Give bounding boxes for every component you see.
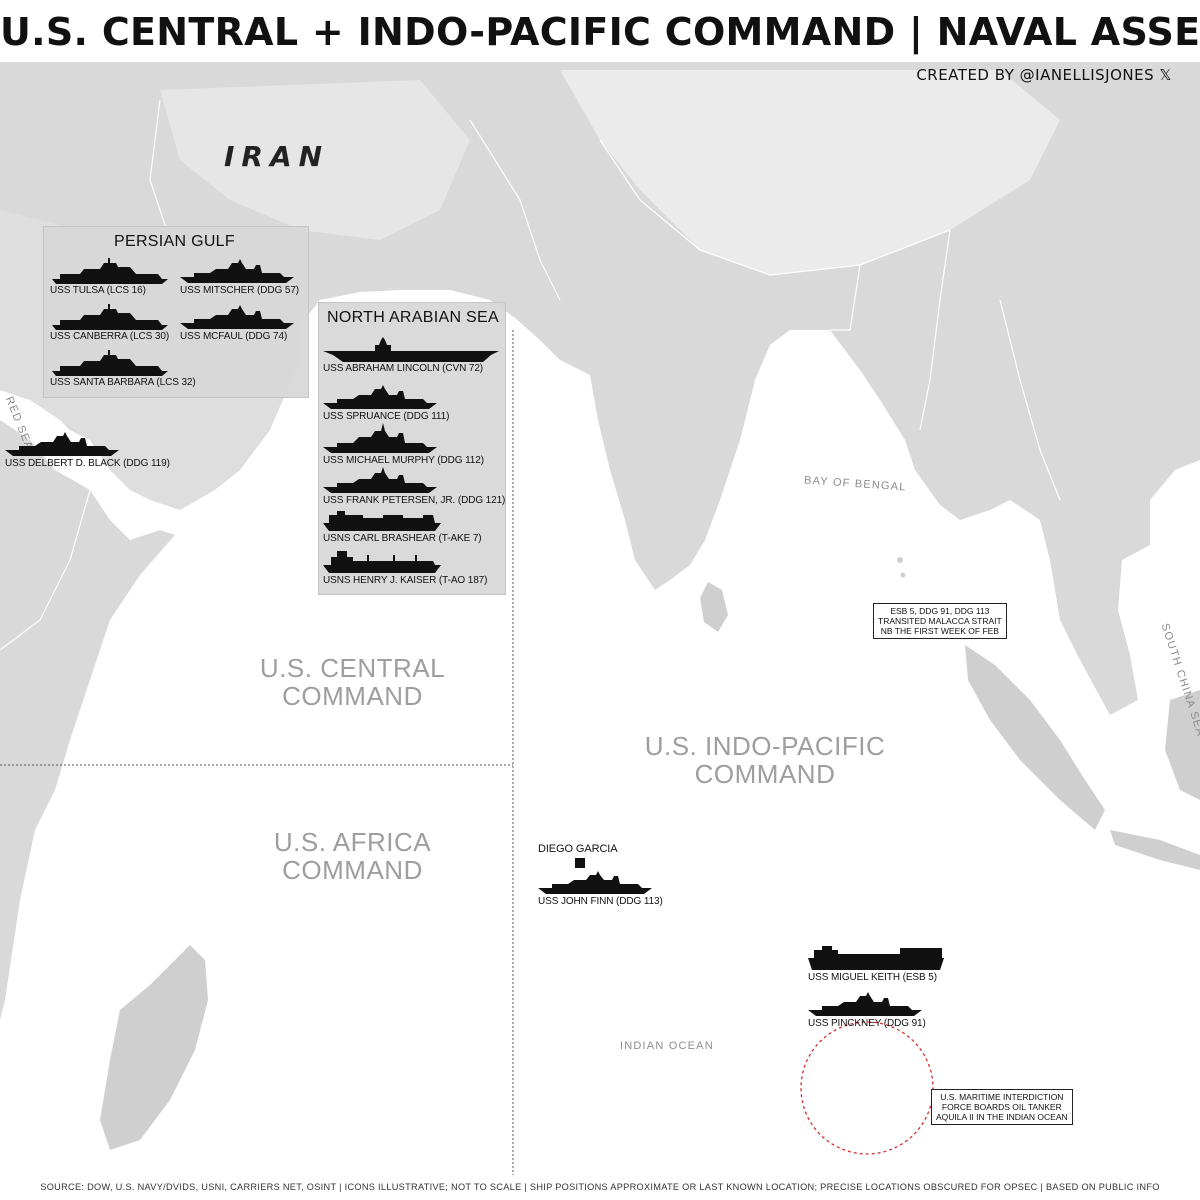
interdiction-zone-circle [800, 1021, 934, 1155]
central-command-line-1: U.S. CENTRAL [259, 653, 446, 683]
madagascar [100, 945, 208, 1150]
indo-pacific-command-line-1: U.S. INDO-PACIFIC [644, 731, 886, 761]
ship-uss-mitscher: USS MITSCHER (DDG 57) [180, 257, 299, 296]
destroyer-icon [538, 871, 652, 894]
note-line: NB THE FIRST WEEK OF FEB [880, 626, 999, 636]
oiler-icon [323, 551, 441, 573]
note-line: U.S. MARITIME INTERDICTION [940, 1092, 1064, 1102]
indian-ocean-label: INDIAN OCEAN [620, 1040, 714, 1052]
sri-lanka [700, 582, 728, 632]
page-title: U.S. CENTRAL + INDO-PACIFIC COMMAND | NA… [0, 0, 1200, 62]
borneo [1165, 690, 1200, 800]
ship-uss-tulsa: USS TULSA (LCS 16) [50, 257, 170, 296]
ship-label: USS ABRAHAM LINCOLN (CVN 72) [323, 363, 484, 374]
indo-pacific-command-label: U.S. INDO-PACIFIC COMMAND [620, 732, 910, 788]
command-boundaries [0, 330, 514, 1175]
ship-label: USNS CARL BRASHEAR (T-AKE 7) [323, 533, 482, 544]
central-command-line-2: COMMAND [282, 681, 423, 711]
central-command-label: U.S. CENTRAL COMMAND [230, 654, 475, 710]
author-credit: CREATED BY @IANELLISJONES 𝕏 [916, 66, 1172, 84]
destroyer-icon [180, 305, 294, 329]
ship-uss-spruance: USS SPRUANCE (DDG 111) [323, 383, 449, 422]
ship-label: USS MCFAUL (DDG 74) [180, 331, 288, 342]
ship-uss-mcfaul: USS MCFAUL (DDG 74) [180, 303, 296, 342]
ship-label: USS MIGUEL KEITH (ESB 5) [808, 972, 937, 983]
note-line: FORCE BOARDS OIL TANKER [941, 1102, 1062, 1112]
source-footer: SOURCE: DOW, U.S. NAVY/DVIDS, USNI, CARR… [0, 1175, 1200, 1200]
destroyer-icon [808, 992, 922, 1016]
note-line: TRANSITED MALACCA STRAIT [878, 616, 1002, 626]
africa-command-label: U.S. AFRICA COMMAND [230, 828, 475, 884]
iran-label: IRAN [224, 140, 330, 173]
malacca-strait-note: ESB 5, DDG 91, DDG 113 TRANSITED MALACCA… [873, 603, 1007, 639]
ship-uss-santa-barbara: USS SANTA BARBARA (LCS 32) [50, 349, 196, 388]
ship-label: USS JOHN FINN (DDG 113) [538, 896, 663, 907]
diego-garcia-marker [575, 858, 585, 868]
africa-landmass [0, 420, 175, 1020]
persian-gulf-title: PERSIAN GULF [114, 233, 235, 250]
interdiction-note: U.S. MARITIME INTERDICTION FORCE BOARDS … [931, 1089, 1073, 1125]
ship-uss-abraham-lincoln: USS ABRAHAM LINCOLN (CVN 72) [323, 337, 499, 374]
note-line: ESB 5, DDG 91, DDG 113 [890, 606, 990, 616]
africa-command-line-1: U.S. AFRICA [273, 827, 432, 857]
expeditionary-base-icon [808, 946, 944, 970]
destroyer-icon [323, 385, 437, 409]
ship-usns-carl-brashear: USNS CARL BRASHEAR (T-AKE 7) [323, 509, 482, 544]
ship-uss-delbert-d-black: USS DELBERT D. BLACK (DDG 119) [5, 430, 170, 469]
ship-label: USS DELBERT D. BLACK (DDG 119) [5, 458, 170, 469]
cargo-ship-icon [323, 511, 441, 531]
ship-label: USS MICHAEL MURPHY (DDG 112) [323, 455, 484, 466]
indo-pacific-command-line-2: COMMAND [694, 759, 836, 789]
north-arabian-sea-title: NORTH ARABIAN SEA [327, 309, 499, 326]
diego-garcia-label: DIEGO GARCIA [538, 843, 618, 855]
ship-label: USS SANTA BARBARA (LCS 32) [50, 377, 196, 388]
note-line: AQUILA II IN THE INDIAN OCEAN [936, 1112, 1068, 1122]
ship-uss-michael-murphy: USS MICHAEL MURPHY (DDG 112) [323, 421, 484, 466]
ship-uss-frank-petersen: USS FRANK PETERSEN, JR. (DDG 121) [323, 465, 505, 506]
ship-label: USS MITSCHER (DDG 57) [180, 285, 300, 296]
ship-uss-pinckney: USS PINCKNEY (DDG 91) [808, 990, 926, 1029]
lcs-trimaran-icon [52, 304, 168, 330]
sumatra [965, 645, 1105, 830]
aircraft-carrier-icon [323, 337, 499, 362]
ship-label: USS PINCKNEY (DDG 91) [808, 1018, 926, 1029]
lcs-trimaran-icon [52, 258, 168, 284]
ship-label: USS SPRUANCE (DDG 111) [323, 411, 450, 422]
ship-uss-miguel-keith: USS MIGUEL KEITH (ESB 5) [808, 944, 944, 983]
ship-label: USS TULSA (LCS 16) [50, 285, 146, 296]
africa-command-line-2: COMMAND [282, 855, 423, 885]
ship-label: USS CANBERRA (LCS 30) [50, 331, 170, 342]
ship-label: USS FRANK PETERSEN, JR. (DDG 121) [323, 495, 506, 506]
himalaya-plateau [560, 70, 1060, 275]
destroyer-icon [5, 432, 119, 456]
iranian-plateau [160, 80, 470, 240]
persian-gulf-box: PERSIAN GULF USS TULSA (LCS 16) USS MITS… [43, 226, 309, 398]
java [1110, 830, 1200, 870]
lcs-trimaran-icon [52, 350, 168, 376]
destroyer-icon [323, 423, 437, 453]
destroyer-icon [323, 467, 437, 493]
north-arabian-sea-box: NORTH ARABIAN SEA USS ABRAHAM LINCOLN (C… [318, 302, 506, 595]
ship-uss-canberra: USS CANBERRA (LCS 30) [50, 303, 170, 342]
ship-usns-henry-j-kaiser: USNS HENRY J. KAISER (T-AO 187) [323, 551, 487, 586]
ship-label: USNS HENRY J. KAISER (T-AO 187) [323, 575, 488, 586]
ship-uss-john-finn: USS JOHN FINN (DDG 113) [538, 870, 663, 907]
destroyer-icon [180, 259, 294, 283]
